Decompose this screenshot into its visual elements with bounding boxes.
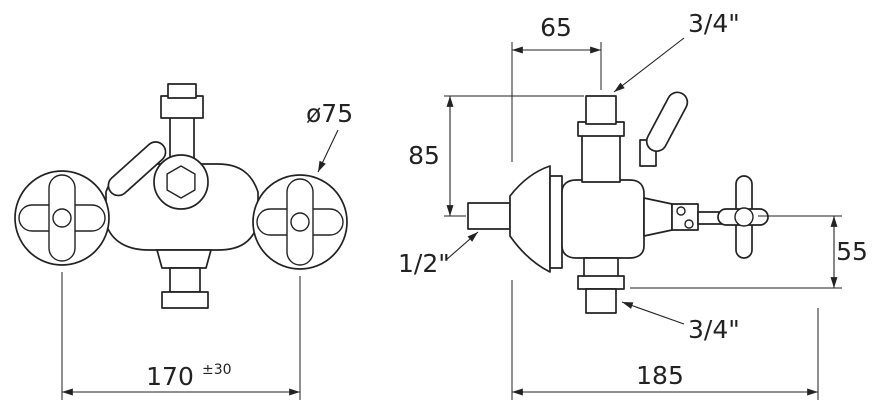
wall-flange — [509, 165, 551, 273]
dim-label-170: 170 — [146, 362, 194, 391]
dim-label-185: 185 — [636, 361, 684, 390]
diverter-screw-2 — [684, 219, 694, 229]
dim-label-dia75: ø75 — [306, 99, 353, 128]
diverter-screw-1 — [676, 206, 686, 216]
dim-label-65: 65 — [540, 13, 572, 42]
diverter-cross-handle — [717, 175, 769, 259]
dim-bottom-connector: 3/4" — [621, 301, 740, 344]
dim-label-85: 85 — [408, 141, 440, 170]
right-cross-handle — [252, 174, 348, 270]
dim-height-85: 85 — [408, 95, 584, 217]
lever-handle-front — [107, 141, 167, 197]
dim-top-connector: 3/4" — [613, 9, 740, 93]
dim-label-tolerance: ±30 — [202, 362, 232, 378]
top-cap — [160, 95, 204, 119]
dim-label-bottom-34: 3/4" — [688, 315, 740, 344]
wall-pipe — [467, 202, 511, 230]
lever-handle-side — [645, 91, 689, 153]
top-pipe-side — [581, 133, 621, 183]
dim-handle-diameter: ø75 — [306, 99, 353, 173]
dim-height-55: 55 — [630, 215, 868, 289]
left-cross-handle — [14, 170, 110, 266]
front-view: ø75 170 ±30 — [14, 83, 353, 400]
faucet-body-side — [561, 179, 645, 259]
outlet-coupling — [161, 291, 209, 309]
hex-nut — [166, 165, 196, 199]
bottom-collar — [577, 275, 625, 290]
top-threaded-connector — [585, 95, 617, 125]
outlet-pipe — [169, 267, 201, 293]
dim-wall-connector: 1/2" — [398, 231, 479, 278]
top-cap-upper — [167, 83, 197, 99]
dim-label-55: 55 — [836, 237, 868, 266]
dim-label-top-34: 3/4" — [688, 9, 740, 38]
diverter-taper — [643, 197, 673, 237]
dim-depth-65: 65 — [511, 13, 602, 162]
side-view: 65 3/4" 85 1/2" 55 3/4" — [398, 9, 868, 400]
flange-neck — [549, 175, 563, 269]
dim-depth-185: 185 — [511, 280, 819, 400]
dim-width-170: 170 ±30 — [61, 272, 301, 400]
outlet-taper — [156, 249, 212, 269]
dim-label-12: 1/2" — [398, 249, 450, 278]
bottom-pipe-side — [583, 257, 619, 279]
bottom-threaded-connector — [585, 288, 617, 314]
